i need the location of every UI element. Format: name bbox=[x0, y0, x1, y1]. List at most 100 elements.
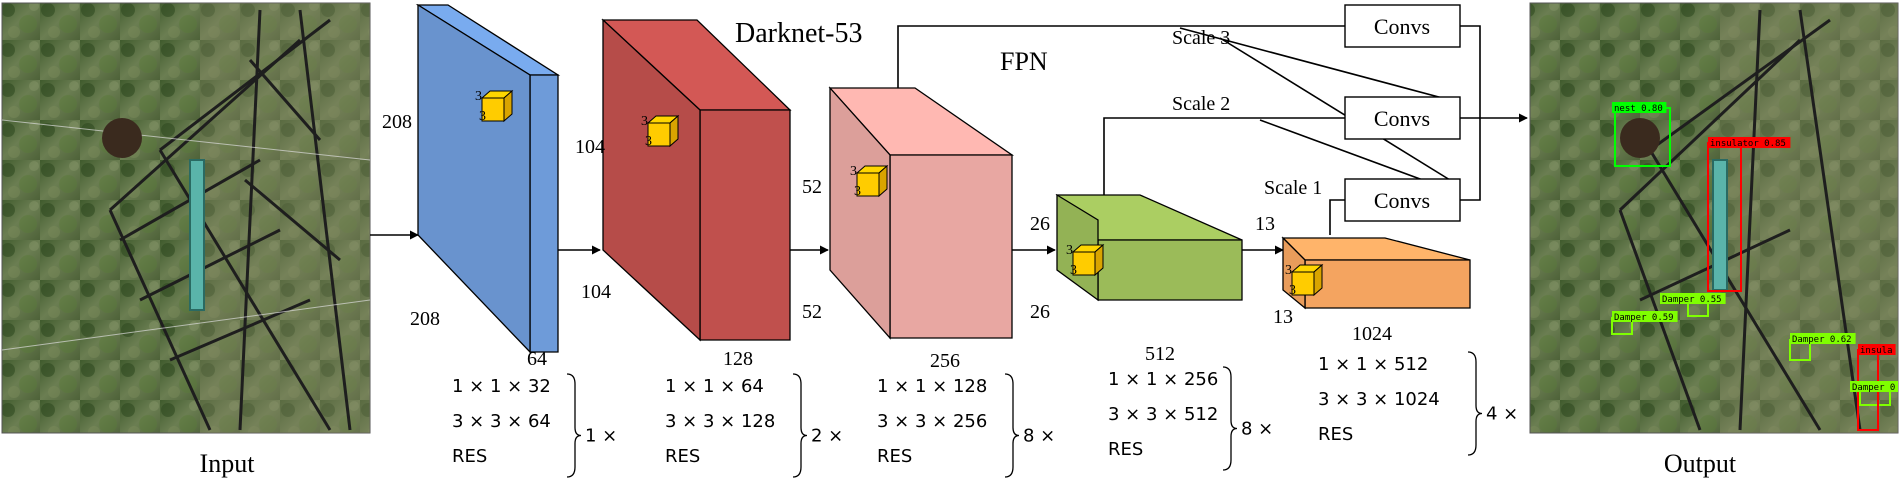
formula-line: 3 × 3 × 512 bbox=[1108, 404, 1218, 425]
formula-line: 1 × 1 × 32 bbox=[452, 376, 551, 397]
scale-2-label: Scale 2 bbox=[1172, 93, 1230, 115]
brace bbox=[1004, 373, 1020, 478]
formula-group-1: 1 × 1 × 32 3 × 3 × 64 RES 1 × bbox=[452, 373, 617, 478]
brace bbox=[792, 373, 808, 478]
block-depth-label: 104 bbox=[581, 281, 611, 303]
line-scale-3 bbox=[897, 25, 1345, 88]
detection-label-bg bbox=[1612, 102, 1667, 113]
block-front-height-label: 52 bbox=[802, 176, 822, 198]
layer-formulas: 1 × 1 × 32 3 × 3 × 64 RES 1 × 1 × 1 × 64 3 × … bbox=[452, 351, 1518, 478]
cross-line-1 bbox=[1179, 27, 1451, 101]
repeat-count: 4 × bbox=[1486, 404, 1518, 425]
block-front-height-label: 104 bbox=[575, 136, 605, 158]
formula-line: 3 × 3 × 1024 bbox=[1318, 389, 1440, 410]
block-side-face bbox=[529, 74, 559, 353]
formula-line: 1 × 1 × 128 bbox=[877, 376, 987, 397]
formula-line: RES bbox=[1318, 424, 1353, 445]
formula-line: RES bbox=[1108, 439, 1143, 460]
block-front-face bbox=[602, 18, 701, 342]
block-depth-label: 26 bbox=[1030, 301, 1050, 323]
kernel-size-label: 3 bbox=[854, 184, 861, 199]
repeat-count: 8 × bbox=[1241, 419, 1273, 440]
detection-label: Damper 0.59 bbox=[1614, 313, 1674, 323]
repeat-count: 2 × bbox=[811, 426, 843, 447]
block-channels-label: 128 bbox=[723, 348, 753, 370]
tower-lattice bbox=[108, 9, 352, 431]
kernel-size-label: 3 bbox=[1289, 283, 1296, 298]
block-front-height-label: 26 bbox=[1030, 213, 1050, 235]
formula-line: 1 × 1 × 64 bbox=[665, 376, 764, 397]
kernel-cube-icon: 33 bbox=[1066, 243, 1105, 278]
formula-line: 3 × 3 × 64 bbox=[452, 411, 551, 432]
convs-label-2: Convs bbox=[1374, 106, 1430, 131]
block-side-face bbox=[889, 154, 1013, 339]
kernel-size-label: 3 bbox=[1070, 263, 1077, 278]
detection-label: Damper 0 bbox=[1852, 383, 1895, 393]
formula-line: 1 × 1 × 256 bbox=[1108, 369, 1218, 390]
kernel-cube-icon: 33 bbox=[1285, 263, 1324, 298]
detection-label: Damper 0.55 bbox=[1662, 295, 1722, 305]
cross-line-2 bbox=[1219, 37, 1451, 181]
block-side-face bbox=[1304, 259, 1471, 309]
block-top-face bbox=[1281, 237, 1471, 261]
detection-label: nest 0.80 bbox=[1614, 104, 1663, 114]
input-image bbox=[1, 2, 371, 434]
block-front-height-label: 13 bbox=[1255, 213, 1275, 235]
feature-blocks: 3320820864331041041283352522563326265123… bbox=[382, 3, 1471, 372]
insulator-string bbox=[189, 159, 205, 311]
brace bbox=[1222, 366, 1238, 471]
detection-label: insula bbox=[1860, 346, 1893, 356]
repeat-count: 1 × bbox=[585, 426, 617, 447]
block-depth-label: 208 bbox=[410, 308, 440, 330]
convs-box-2: Convs bbox=[1344, 96, 1461, 140]
block-front-height-label: 208 bbox=[382, 111, 412, 133]
detection-label-bg bbox=[1790, 333, 1856, 344]
input-label: Input bbox=[200, 449, 256, 478]
kernel-cube-icon: 33 bbox=[475, 89, 514, 124]
convs-box-1: Convs bbox=[1344, 178, 1461, 222]
formula-line: 3 × 3 × 256 bbox=[877, 411, 987, 432]
kernel-size-label: 3 bbox=[475, 89, 482, 104]
brace bbox=[566, 373, 582, 478]
convs-label-3: Convs bbox=[1374, 14, 1430, 39]
line-scale-1 bbox=[1329, 199, 1345, 235]
line-scale-2 bbox=[1103, 117, 1345, 195]
kernel-size-label: 3 bbox=[1066, 243, 1073, 258]
formula-line: RES bbox=[877, 446, 912, 467]
detection-label: Damper 0.62 bbox=[1792, 335, 1852, 345]
detection-label-bg bbox=[1612, 311, 1678, 322]
formula-line: 1 × 1 × 512 bbox=[1318, 354, 1428, 375]
convs-box-3: Convs bbox=[1344, 4, 1461, 48]
block-depth-label: 13 bbox=[1273, 306, 1293, 328]
connections bbox=[370, 25, 1528, 255]
block-side-face bbox=[699, 109, 791, 341]
kernel-size-label: 3 bbox=[641, 114, 648, 129]
kernel-size-label: 3 bbox=[479, 109, 486, 124]
block-front-face bbox=[829, 86, 891, 340]
formula-line: RES bbox=[452, 446, 487, 467]
kernel-size-label: 3 bbox=[1285, 263, 1292, 278]
block-side-face bbox=[1097, 239, 1243, 301]
block-channels-label: 1024 bbox=[1352, 323, 1392, 345]
block-channels-label: 64 bbox=[527, 348, 547, 370]
formula-line: 3 × 3 × 128 bbox=[665, 411, 775, 432]
detection-label-bg bbox=[1850, 381, 1898, 392]
kernel-size-label: 3 bbox=[645, 134, 652, 149]
bird-nest bbox=[102, 118, 142, 158]
scale-3-label: Scale 3 bbox=[1172, 27, 1230, 49]
scale-1-label: Scale 1 bbox=[1264, 177, 1322, 199]
block-channels-label: 512 bbox=[1145, 343, 1175, 365]
output-label: Output bbox=[1664, 449, 1737, 478]
detection-label-bg bbox=[1660, 293, 1726, 304]
feature-block-2: 3 3 104 104 128 bbox=[575, 18, 792, 370]
